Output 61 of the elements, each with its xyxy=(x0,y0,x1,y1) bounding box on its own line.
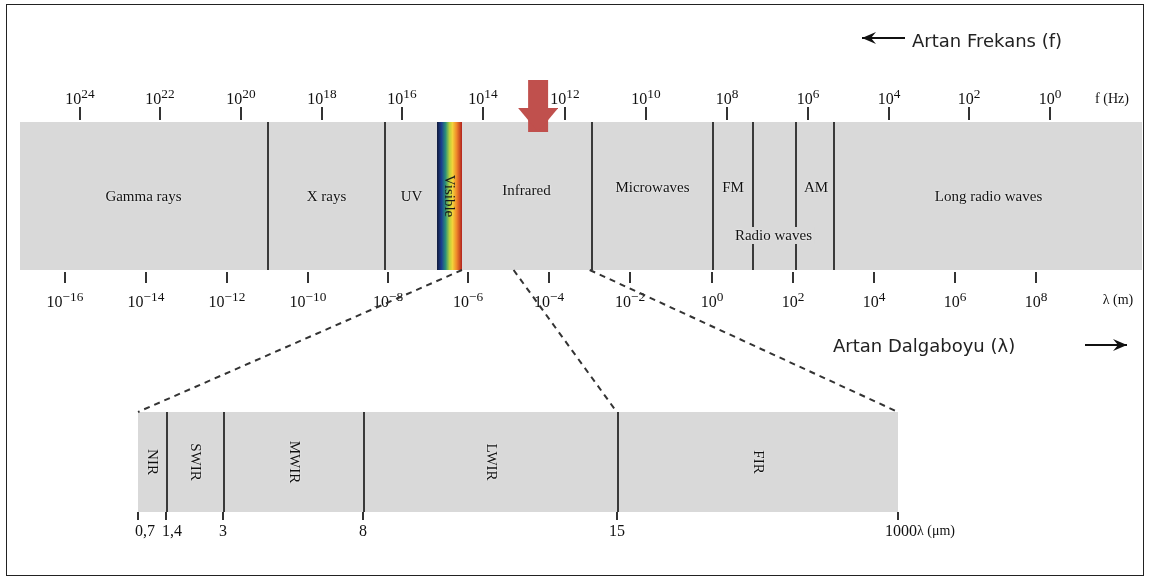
tick-label: 1000 xyxy=(885,522,917,540)
tick-label: 10$^{14}$ xyxy=(468,85,498,109)
band-label: Radio waves xyxy=(732,227,815,244)
tick-label: 10$^{8}$ xyxy=(715,85,739,109)
tick-label: 10$^{4}$ xyxy=(862,288,886,312)
axis-caption: Artan Frekans (f) xyxy=(912,29,1063,51)
band-label: AM xyxy=(803,178,829,196)
axis-unit-label: λ (μm) xyxy=(917,523,955,539)
tick-label: 10$^{24}$ xyxy=(65,85,95,109)
tick-label: 10$^{0}$ xyxy=(1038,85,1062,109)
tick-label: 10$^{6}$ xyxy=(796,85,820,109)
axis-caption: Artan Dalgaboyu (λ) xyxy=(833,334,1016,356)
band-label: Visible xyxy=(441,174,458,218)
tick-label: 0,7 xyxy=(135,522,155,540)
spectrum-band xyxy=(462,122,591,270)
tick-label: 10$^{−4}$ xyxy=(533,288,565,312)
tick-label: 10$^{−14}$ xyxy=(127,288,165,312)
dashed-leader-line xyxy=(137,269,463,413)
band-label: Infrared xyxy=(502,181,551,199)
tick-label: 10$^{−16}$ xyxy=(46,288,84,312)
tick-label: 10$^{0}$ xyxy=(700,288,724,312)
block-arrow xyxy=(518,80,559,132)
spectrum-band xyxy=(267,122,384,270)
tick-label: 10$^{12}$ xyxy=(550,85,580,109)
band-label: Microwaves xyxy=(615,178,690,196)
band-label: LWIR xyxy=(482,443,500,481)
tick-label: 10$^{8}$ xyxy=(1024,288,1048,312)
tick-label: 10$^{4}$ xyxy=(877,85,901,109)
axis-unit-label: f (Hz) xyxy=(1095,91,1129,107)
axis-unit-label: λ (m) xyxy=(1102,292,1134,308)
band-label: NIR xyxy=(143,449,161,475)
band-label: Long radio waves xyxy=(934,187,1043,205)
tick-label: 10$^{−6}$ xyxy=(452,288,484,312)
tick-label: 8 xyxy=(359,522,367,540)
spectrum-band xyxy=(384,122,437,270)
tick-label: 15 xyxy=(609,522,625,540)
tick-label: 10$^{2}$ xyxy=(781,288,805,312)
spectrum-band xyxy=(591,122,712,270)
tick-label: 10$^{−10}$ xyxy=(289,288,327,312)
band-label: Gamma rays xyxy=(105,187,182,205)
detail-bar xyxy=(138,412,898,512)
band-label: UV xyxy=(400,187,423,205)
band-label: FM xyxy=(722,178,744,196)
tick-label: 10$^{18}$ xyxy=(307,85,337,109)
band-label: SWIR xyxy=(187,443,204,481)
band-label: MWIR xyxy=(285,440,303,484)
tick-label: 3 xyxy=(219,522,227,540)
tick-label: 10$^{20}$ xyxy=(226,85,256,109)
spectrum-band xyxy=(20,122,267,270)
spectrum-band xyxy=(437,122,462,270)
tick-label: 10$^{16}$ xyxy=(387,85,417,109)
tick-label: 10$^{−12}$ xyxy=(208,288,246,312)
spectrum-band xyxy=(712,122,833,270)
band-label: X rays xyxy=(306,187,347,205)
spectrum-band xyxy=(833,122,1142,270)
band-label: FIR xyxy=(750,450,767,474)
tick-label: 10$^{22}$ xyxy=(145,85,175,109)
tick-label: 1,4 xyxy=(162,522,182,540)
tick-label: 10$^{2}$ xyxy=(957,85,981,109)
tick-label: 10$^{6}$ xyxy=(943,288,967,312)
tick-label: 10$^{10}$ xyxy=(631,85,661,109)
